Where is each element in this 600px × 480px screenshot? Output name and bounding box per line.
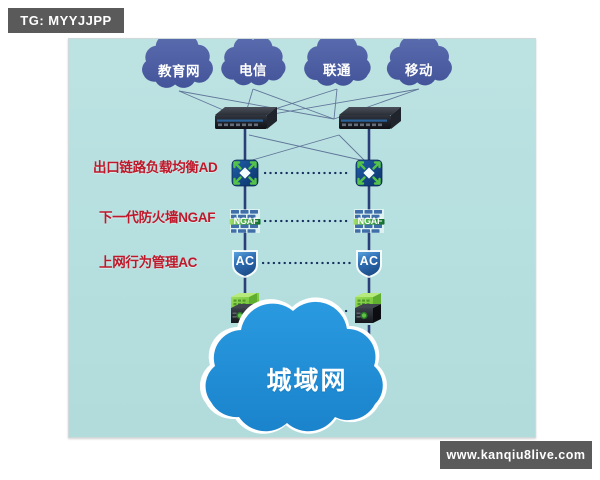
network-topology-panel: 出口链路负载均衡AD 下一代防火墙NGAF 上网行为管理AC 教育网 电信 联通… [68, 38, 536, 438]
topology-canvas [142, 39, 452, 434]
peer-dotted-links [261, 171, 354, 313]
ngaf-device-left[interactable] [229, 209, 261, 233]
isp-cloud-unicom[interactable] [304, 39, 371, 86]
isp-cloud-telecom[interactable] [221, 39, 286, 86]
tier-label-ac: 上网行为管理AC [99, 255, 198, 270]
watermark-bottom-right: www.kanqiu8live.com [440, 441, 592, 469]
mesh-links-routers-to-ad [248, 134, 366, 162]
isp-cloud-education[interactable] [142, 39, 213, 88]
edge-router-right[interactable] [339, 107, 401, 129]
ac-device-left[interactable] [232, 250, 258, 278]
ac-device-right[interactable] [356, 250, 382, 278]
core-switch-right[interactable] [355, 293, 381, 323]
man-cloud[interactable] [199, 297, 387, 434]
tier-label-ngaf: 下一代防火墙NGAF [99, 210, 216, 225]
watermark-top-left: TG: MYYJJPP [8, 8, 124, 33]
tier-label-ad: 出口链路负载均衡AD [93, 160, 218, 175]
ad-device-left[interactable] [231, 159, 259, 187]
ad-device-right[interactable] [355, 159, 383, 187]
ngaf-device-right[interactable] [353, 209, 385, 233]
edge-router-left[interactable] [215, 107, 277, 129]
isp-cloud-mobile[interactable] [386, 39, 452, 86]
